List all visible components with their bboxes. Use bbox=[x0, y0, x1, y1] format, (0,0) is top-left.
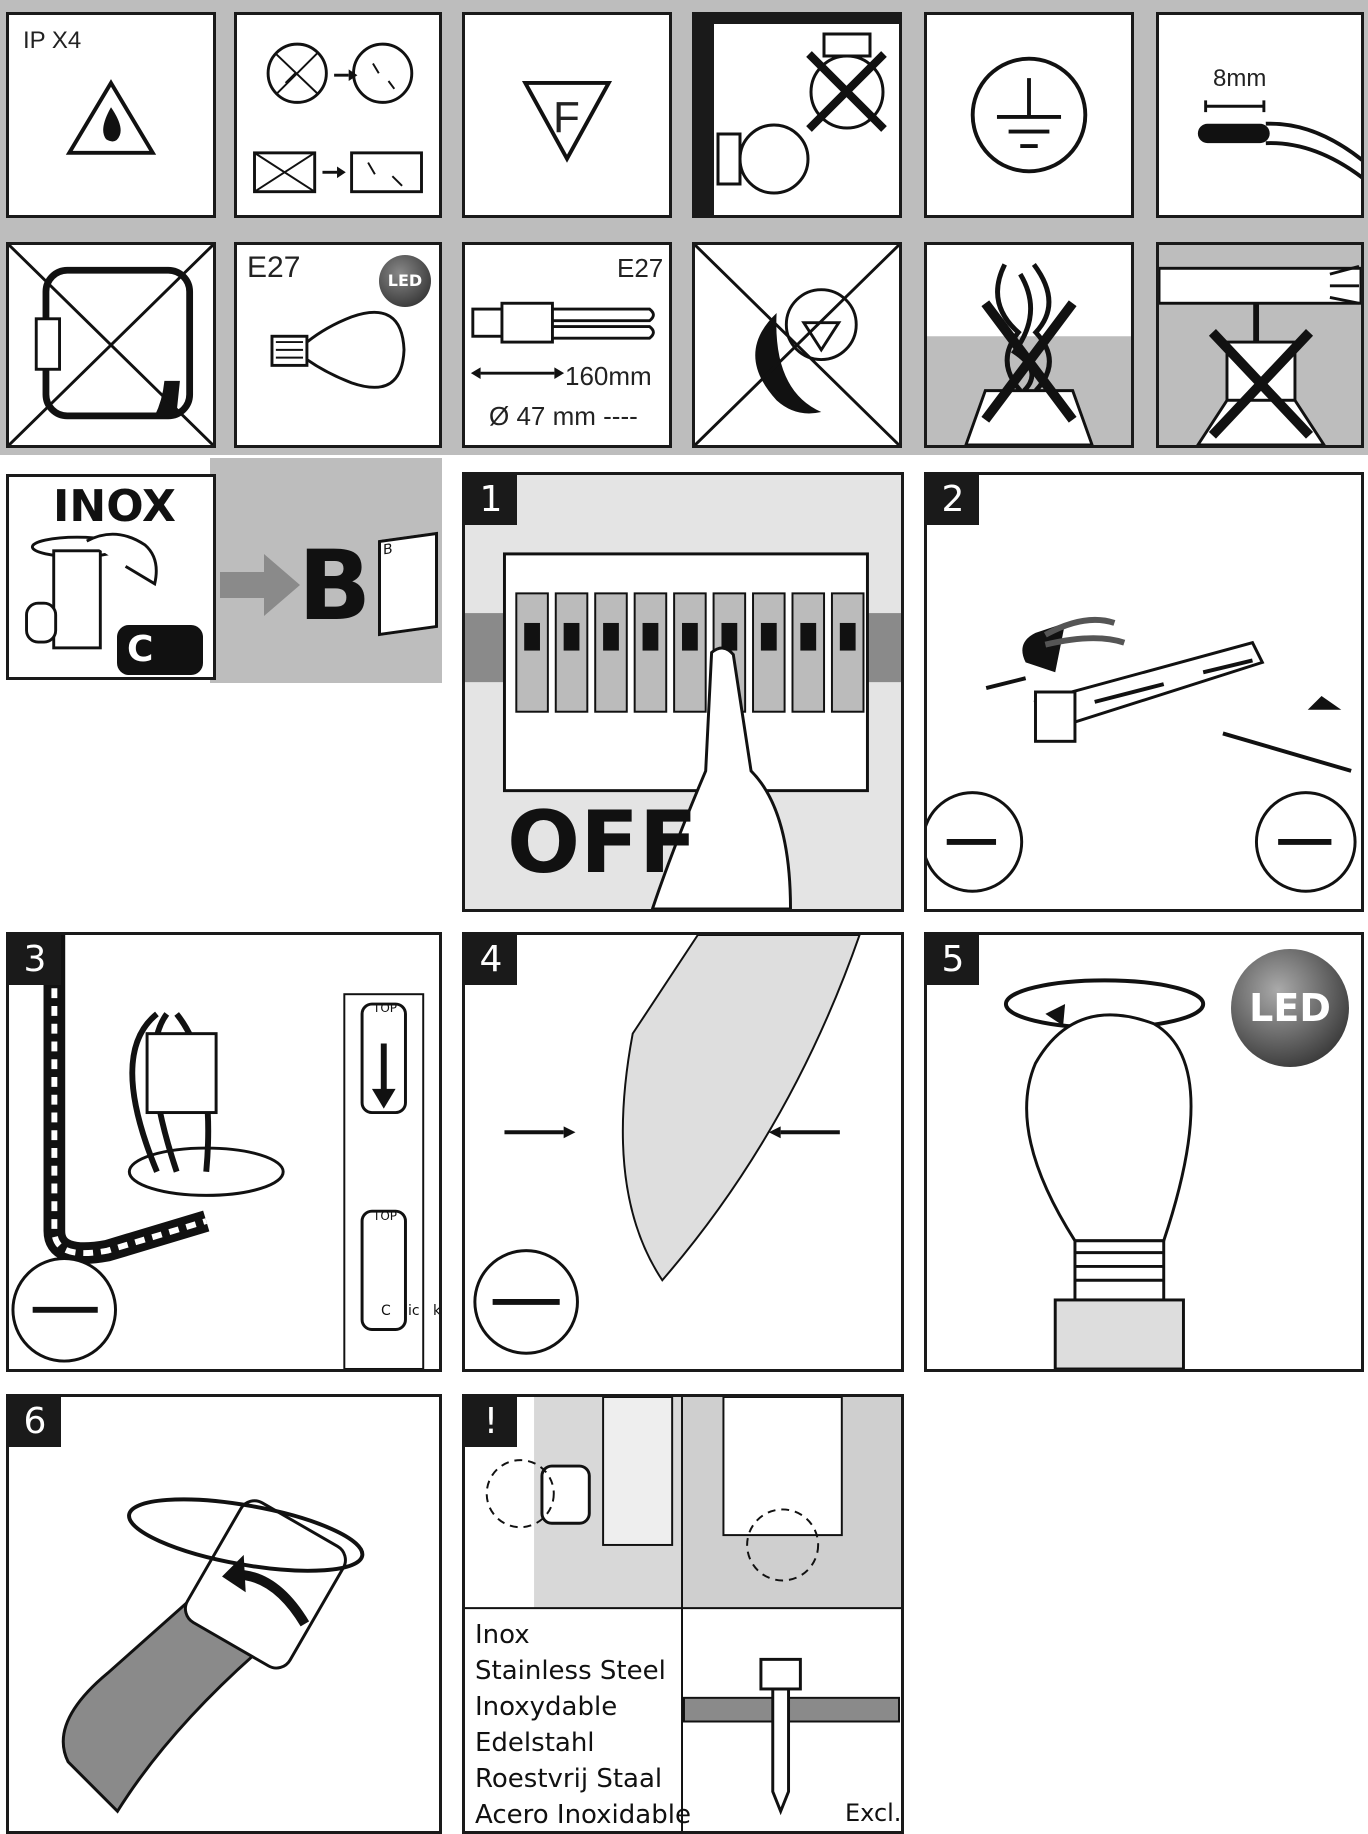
led-badge-icon: LED bbox=[379, 255, 431, 307]
step-4-number: 4 bbox=[465, 935, 517, 985]
manual-ref-letter: B bbox=[298, 530, 372, 642]
no-ceiling-mount-panel bbox=[692, 12, 902, 218]
earth-ground-icon bbox=[970, 56, 1088, 174]
led-badge-large-icon: LED bbox=[1231, 949, 1349, 1067]
stainless-screw-icon bbox=[465, 1397, 901, 1831]
e27-compact-socket-label: E27 bbox=[617, 253, 664, 283]
step-1-panel: 1 OFF bbox=[462, 472, 904, 912]
led-badge-text: LED bbox=[387, 271, 423, 290]
stripped-cable-icon bbox=[1197, 100, 1361, 180]
excluded-label: Excl. bbox=[845, 1799, 902, 1827]
symbol-band-background bbox=[0, 0, 1368, 455]
cable-strip-panel: 8mm bbox=[1156, 12, 1364, 218]
refer-arrow-icon bbox=[220, 554, 300, 616]
e27-compact-bulb-panel: E27 160mm Ø 47 mm ---- bbox=[462, 242, 672, 448]
wire-connection-icon bbox=[11, 935, 425, 1369]
f-mark-panel: F bbox=[462, 12, 672, 218]
broken-glass-panel bbox=[234, 12, 442, 218]
ip-rating-label: IP X4 bbox=[23, 27, 82, 54]
top-label-2: TOP bbox=[373, 1209, 398, 1223]
booklet-letter: B bbox=[383, 541, 393, 559]
inox-cleaning-panel: INOX C bbox=[6, 474, 216, 680]
material-item: Inox bbox=[475, 1620, 530, 1650]
water-drop-warning-icon bbox=[65, 79, 157, 155]
step-4-panel: 4 bbox=[462, 932, 904, 1372]
glass-shade-twist-icon bbox=[61, 1497, 365, 1814]
step-1-number: 1 bbox=[465, 475, 517, 525]
material-item: Inoxydable bbox=[475, 1692, 618, 1722]
cleaning-ref-badge: C bbox=[117, 625, 203, 675]
no-dimmer-panel bbox=[692, 242, 902, 448]
f-mark-triangle-icon bbox=[521, 81, 613, 163]
no-cover-panel bbox=[6, 242, 216, 448]
warning-marker: ! bbox=[465, 1397, 517, 1447]
click-text: C lic k bbox=[381, 1303, 442, 1319]
material-item: Stainless Steel bbox=[475, 1656, 666, 1686]
f-mark-letter: F bbox=[553, 93, 580, 142]
wall-only-mount-icon bbox=[716, 32, 887, 195]
no-cable-through-fixture-icon bbox=[1159, 264, 1361, 445]
step-3-number: 3 bbox=[9, 935, 61, 985]
shade-screw-fixing-icon bbox=[473, 935, 861, 1355]
screw-in-bulb-icon bbox=[1003, 978, 1206, 1369]
step-1-off-caption: OFF bbox=[507, 793, 698, 893]
no-wire-bundle-panel bbox=[924, 242, 1134, 448]
step-2-number: 2 bbox=[927, 475, 979, 525]
material-item: Acero Inoxidable bbox=[475, 1800, 691, 1830]
wipe-clean-icon bbox=[25, 532, 158, 650]
warning-panel: ! Inox Stainless Steel Inoxydable Edelst… bbox=[462, 1394, 904, 1834]
no-overhead-cable-panel bbox=[1156, 242, 1364, 448]
ip-rating-panel: IP X4 bbox=[6, 12, 216, 218]
material-list: Inox Stainless Steel Inoxydable Edelstah… bbox=[475, 1617, 691, 1831]
no-dimmer-icon bbox=[695, 245, 899, 445]
compact-fluorescent-bulb-icon bbox=[470, 301, 655, 379]
bracket-wall-mount-icon bbox=[927, 616, 1357, 893]
led-badge-large-text: LED bbox=[1249, 986, 1331, 1030]
circuit-breaker-panel-icon bbox=[465, 552, 901, 909]
top-label-1: TOP bbox=[373, 1001, 398, 1015]
cleaning-ref-letter: C bbox=[127, 629, 154, 670]
step-5-panel: 5 LED bbox=[924, 932, 1364, 1372]
cable-strip-length: 8mm bbox=[1213, 65, 1267, 92]
material-item: Roestvrij Staal bbox=[475, 1764, 663, 1794]
inox-material-title: INOX bbox=[53, 481, 176, 532]
bulb-diameter-label: Ø 47 mm ---- bbox=[489, 401, 638, 431]
no-tangled-wires-icon bbox=[927, 245, 1131, 445]
e27-socket-label: E27 bbox=[247, 251, 301, 284]
material-item: Edelstahl bbox=[475, 1728, 595, 1758]
no-covering-icon bbox=[9, 245, 213, 445]
bulb-length-label: 160mm bbox=[565, 361, 652, 391]
earth-ground-panel bbox=[924, 12, 1134, 218]
replace-broken-glass-icon bbox=[253, 42, 423, 194]
step-2-panel: 2 bbox=[924, 472, 1364, 912]
step-5-number: 5 bbox=[927, 935, 979, 985]
e27-led-bulb-panel: E27 LED bbox=[234, 242, 442, 448]
step-3-panel: 3 TOP TOP C lic k bbox=[6, 932, 442, 1372]
step-6-panel: 6 bbox=[6, 1394, 442, 1834]
step-6-number: 6 bbox=[9, 1397, 61, 1447]
standard-bulb-icon bbox=[270, 311, 406, 389]
instruction-booklet-icon: B bbox=[378, 531, 438, 637]
